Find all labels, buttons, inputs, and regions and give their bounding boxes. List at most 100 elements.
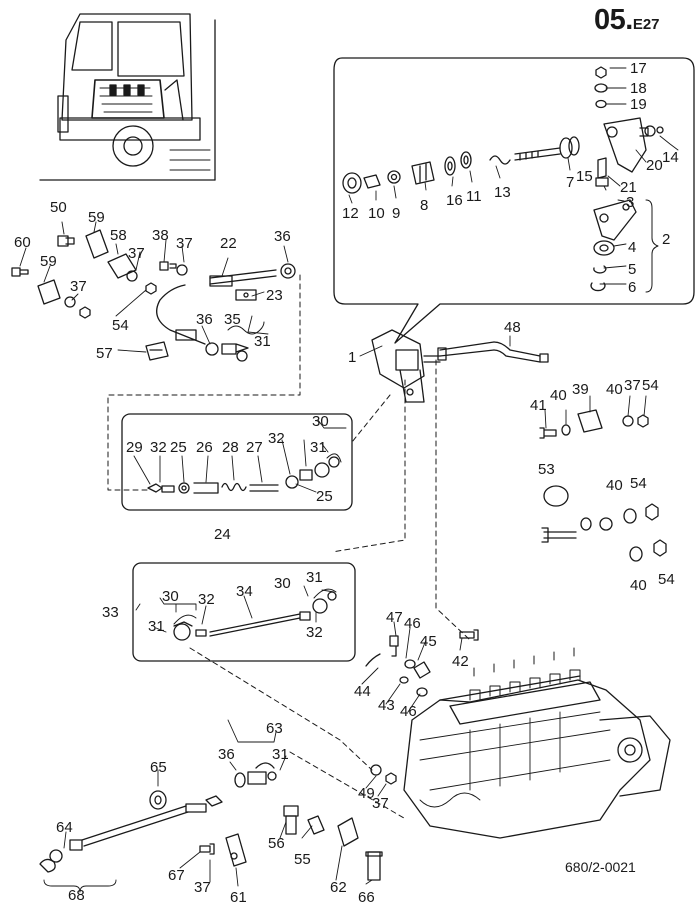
page-code-sub: E27 <box>632 16 660 33</box>
callout-47: 47 <box>386 609 403 626</box>
callout-17: 17 <box>630 60 647 77</box>
callout-31: 31 <box>310 439 327 456</box>
callout-45: 45 <box>420 633 437 650</box>
callout-55: 55 <box>294 851 311 868</box>
callout-2: 2 <box>662 231 670 248</box>
callout-3: 3 <box>626 194 634 211</box>
callout-44: 44 <box>354 683 371 700</box>
governor-lever-housing <box>371 329 549 403</box>
callout-30: 30 <box>274 575 291 592</box>
callout-14: 14 <box>662 149 679 166</box>
fastener-group-center <box>365 629 479 785</box>
callout-58: 58 <box>110 227 127 244</box>
callout-22: 22 <box>220 235 237 252</box>
callout-49: 49 <box>358 785 375 802</box>
callout-34: 34 <box>236 583 253 600</box>
callout-65: 65 <box>150 759 167 776</box>
callout-30: 30 <box>162 588 179 605</box>
callout-11: 11 <box>466 188 482 205</box>
callout-67: 67 <box>168 867 185 884</box>
callout-59: 59 <box>40 253 57 270</box>
callout-53: 53 <box>538 461 555 478</box>
callout-21: 21 <box>620 179 637 196</box>
assembly-guide-lines <box>107 274 471 819</box>
governor-lever-detail-frame <box>333 57 695 344</box>
callout-36: 36 <box>218 746 235 763</box>
callout-35: 35 <box>224 311 241 328</box>
callout-5: 5 <box>628 261 636 278</box>
callout-37: 37 <box>194 879 211 896</box>
injection-pump-body <box>403 647 671 839</box>
callout-6: 6 <box>628 279 636 296</box>
callout-40: 40 <box>606 477 623 494</box>
drawing-number: 680/2-0021 <box>565 859 636 875</box>
callout-60: 60 <box>14 234 31 251</box>
callout-66: 66 <box>358 889 375 906</box>
callout-13: 13 <box>494 184 511 201</box>
callout-27: 27 <box>246 439 263 456</box>
callout-36: 36 <box>196 311 213 328</box>
callout-18: 18 <box>630 80 647 97</box>
callout-32: 32 <box>268 430 285 447</box>
callout-54: 54 <box>112 317 129 334</box>
callout-28: 28 <box>222 439 239 456</box>
callout-9: 9 <box>392 205 400 222</box>
callout-23: 23 <box>266 287 283 304</box>
callout-7: 7 <box>566 174 574 191</box>
callout-59: 59 <box>88 209 105 226</box>
callout-40: 40 <box>606 381 623 398</box>
callout-1: 1 <box>348 349 356 366</box>
callout-25: 25 <box>170 439 187 456</box>
callout-31: 31 <box>306 569 323 586</box>
lower-control-rod-assembly <box>39 762 277 873</box>
callout-32: 32 <box>150 439 167 456</box>
callout-31: 31 <box>148 618 165 635</box>
callout-36: 36 <box>274 228 291 245</box>
callout-16: 16 <box>446 192 463 209</box>
callout-12: 12 <box>342 205 359 222</box>
callout-54: 54 <box>642 377 659 394</box>
callout-40: 40 <box>630 577 647 594</box>
callout-leaders <box>19 67 679 893</box>
callout-54: 54 <box>658 571 675 588</box>
callout-24: 24 <box>214 526 231 543</box>
callout-4: 4 <box>628 239 636 256</box>
callout-33: 33 <box>102 604 119 621</box>
callout-8: 8 <box>420 197 428 214</box>
callout-32: 32 <box>306 624 323 641</box>
callout-64: 64 <box>56 819 73 836</box>
linkage-rod-box-33 <box>132 562 356 662</box>
callout-46: 46 <box>404 615 421 632</box>
callout-31: 31 <box>272 746 289 763</box>
throttle-cable-cluster <box>11 229 296 362</box>
callout-56: 56 <box>268 835 285 852</box>
callout-48: 48 <box>504 319 521 336</box>
callout-25: 25 <box>316 488 333 505</box>
callout-63: 63 <box>266 720 283 737</box>
callout-32: 32 <box>198 591 215 608</box>
callout-19: 19 <box>630 96 647 113</box>
callout-54: 54 <box>630 475 647 492</box>
callout-40: 40 <box>550 387 567 404</box>
truck-cab-location-inset <box>39 13 216 181</box>
callout-30: 30 <box>312 413 329 430</box>
callout-57: 57 <box>96 345 113 362</box>
callout-62: 62 <box>330 879 347 896</box>
page-code-main: 05. <box>594 4 633 36</box>
linkage-assembly-box-24 <box>121 413 353 511</box>
callout-37: 37 <box>624 377 641 394</box>
callout-41: 41 <box>530 397 547 414</box>
page-code: 05.E27 <box>594 4 660 37</box>
callout-37: 37 <box>372 795 389 812</box>
callout-15: 15 <box>576 168 593 185</box>
callout-43: 43 <box>378 697 395 714</box>
callout-29: 29 <box>126 439 143 456</box>
callout-50: 50 <box>50 199 67 216</box>
callout-42: 42 <box>452 653 469 670</box>
callout-10: 10 <box>368 205 385 222</box>
callout-61: 61 <box>230 889 247 906</box>
callout-26: 26 <box>196 439 213 456</box>
